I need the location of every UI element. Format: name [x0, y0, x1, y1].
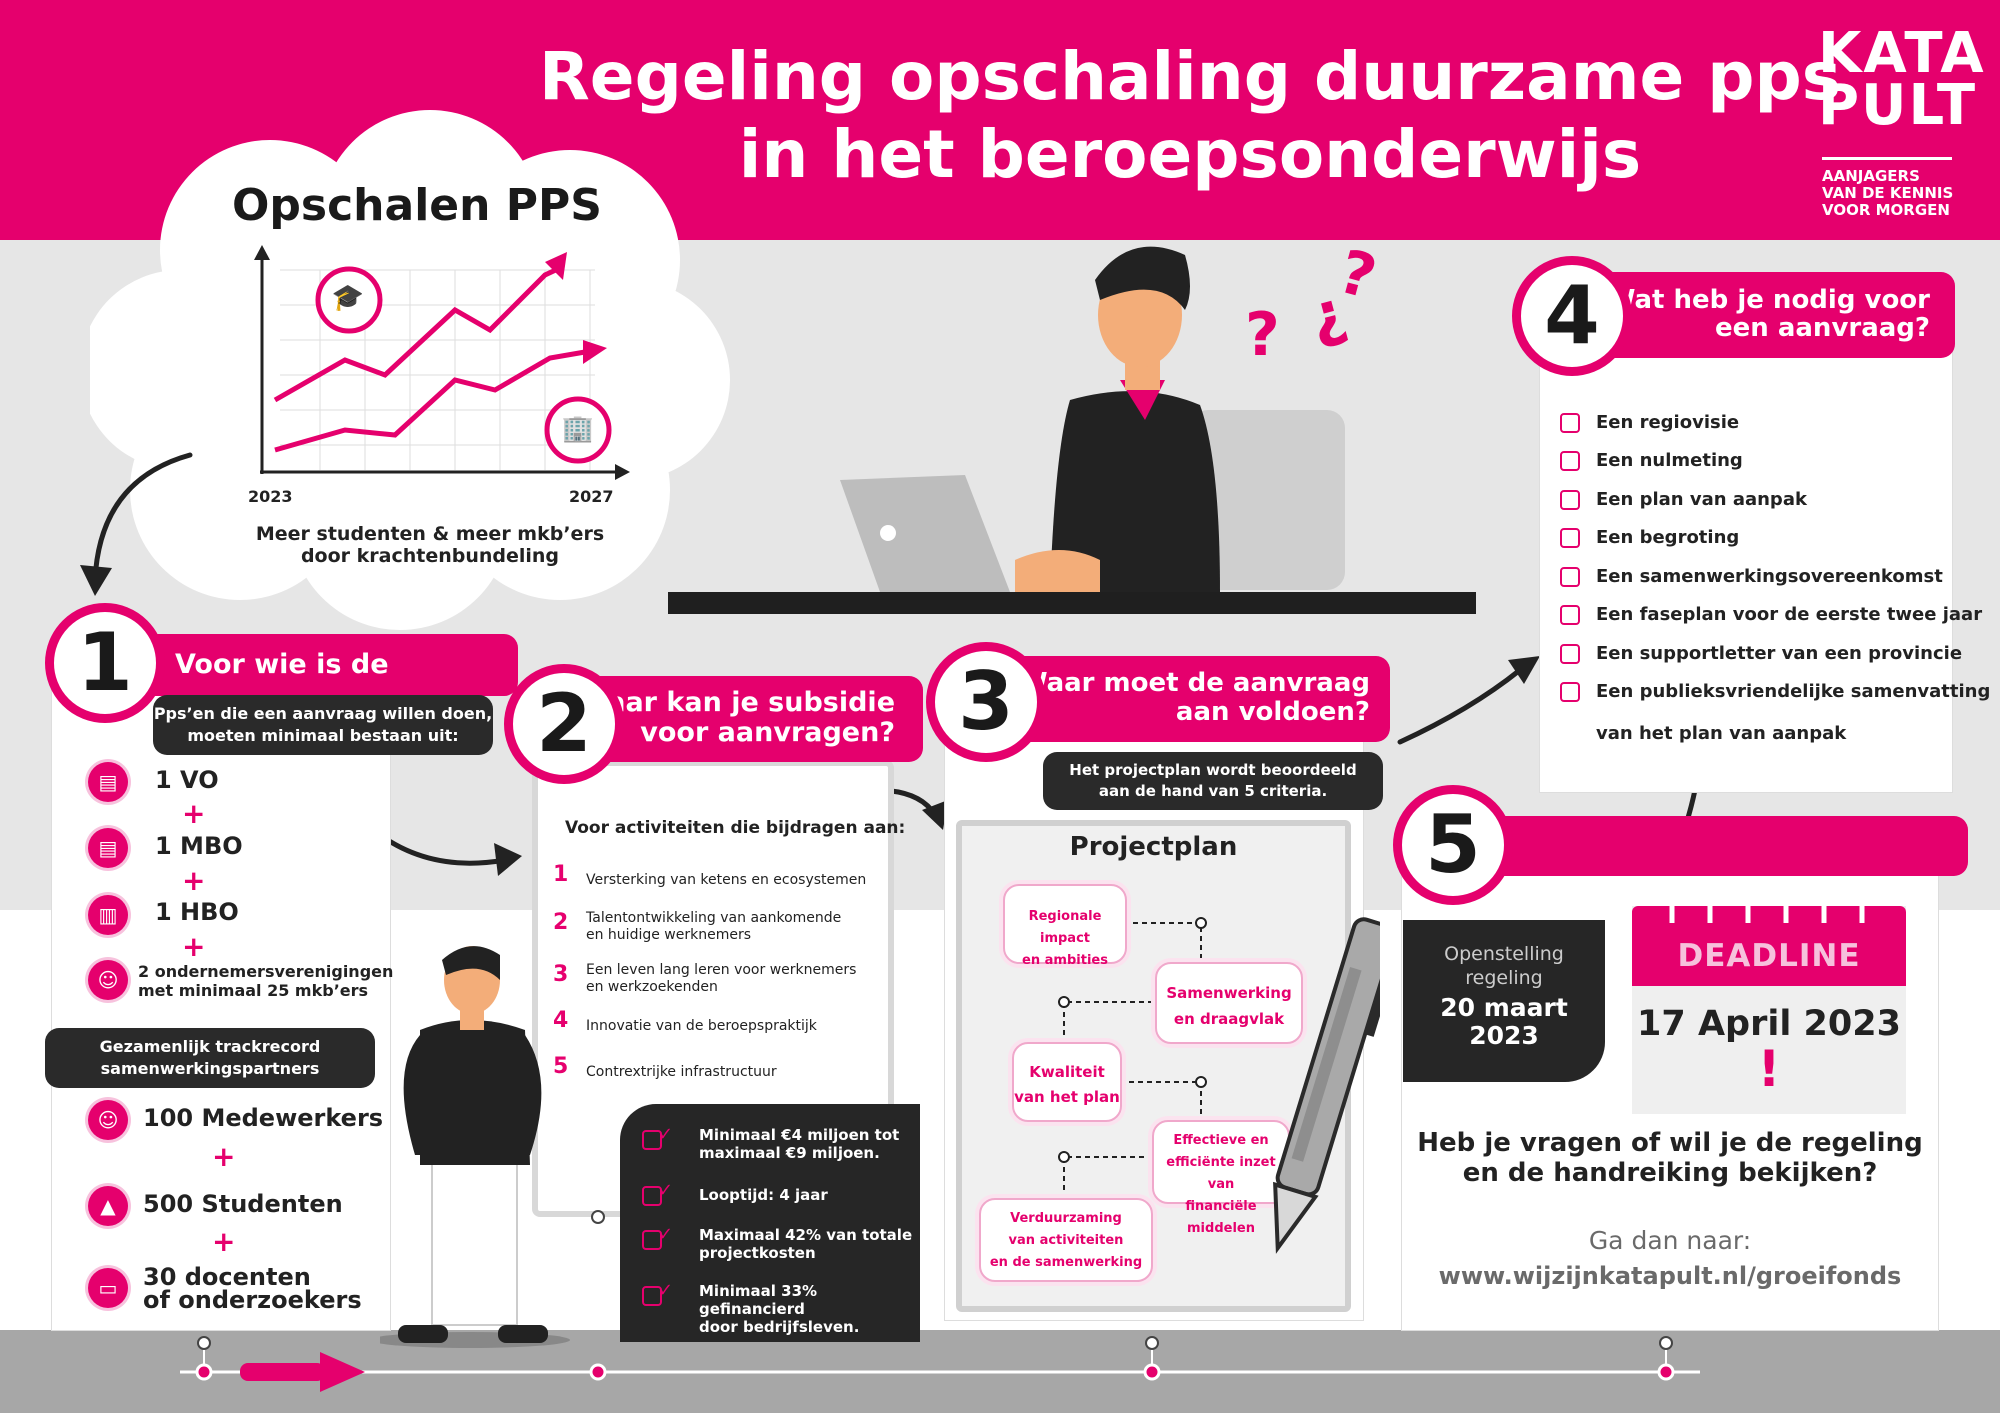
projectplan-title: Projectplan [1069, 832, 1238, 862]
katapult-logo: KATA PULT [1818, 21, 1986, 138]
plus-sign: + [212, 1225, 236, 1258]
website-link[interactable]: www.wijzijnkatapult.nl/groeifonds [1438, 1262, 1902, 1290]
seated-person [840, 246, 1220, 592]
checkbox[interactable] [1560, 451, 1580, 471]
step4-panel [1540, 312, 1952, 792]
page-title: Regeling opschaling duurzame pps in het … [500, 38, 1880, 194]
step5-heading-bar [1460, 816, 1968, 876]
plus-sign: + [182, 797, 206, 830]
calendar-rings [1669, 898, 1865, 923]
step1-heading: Voor wie is de regeling? [130, 634, 518, 742]
checkbox[interactable] [1560, 528, 1580, 548]
opening-date-card: Openstelling regeling 20 maart 2023 [1403, 920, 1605, 1082]
conditions-panel [620, 1104, 920, 1342]
standing-person [380, 946, 570, 1348]
axis-start-label: 2023 [248, 487, 293, 506]
growth-chart [254, 245, 630, 480]
checkbox[interactable] [1560, 490, 1580, 510]
timeline [180, 1336, 1700, 1392]
checkbox[interactable] [1560, 605, 1580, 625]
plus-sign: + [182, 930, 206, 963]
checkbox[interactable] [1560, 413, 1580, 433]
step2-number: 2 [504, 664, 624, 784]
member-hbo: 1 HBO [155, 898, 239, 926]
graduation-cap-icon: ▲ [88, 1186, 128, 1226]
member-vo: 1 VO [155, 766, 219, 794]
title-line-1: Regeling opschaling duurzame pps [538, 38, 1842, 115]
school-icon: ▤ [88, 828, 128, 868]
building-icon: 🏢 [561, 414, 595, 444]
graduate-icon: 🎓 [331, 283, 365, 313]
checklist-item-continuation: van het plan van aanpak [1596, 723, 1847, 744]
step5-number: 5 [1393, 785, 1513, 905]
step1-number: 1 [45, 603, 165, 723]
pen-icon [1273, 917, 1380, 1254]
university-icon: ▥ [88, 895, 128, 935]
timeline-post [596, 1215, 599, 1330]
desk [668, 592, 1476, 614]
exclamation-icon: ! [1757, 1040, 1781, 1098]
question-mark-1: ? [1245, 300, 1280, 370]
logo-divider [1822, 157, 1952, 160]
step1-subheading: Pps’en die een aanvraag willen doen,moet… [153, 695, 493, 755]
cloud-title: Opschalen PPS [232, 180, 602, 231]
checkbox[interactable] [1560, 682, 1580, 702]
step4-number: 4 [1512, 256, 1632, 376]
member-mbo: 1 MBO [155, 832, 243, 860]
school-icon: ▤ [88, 762, 128, 802]
timeline-marker [591, 1210, 605, 1224]
step2-intro: Voor activiteiten die bijdragen aan: [565, 818, 906, 838]
thought-cloud [90, 110, 730, 630]
count-students: 500 Studenten [143, 1190, 343, 1218]
goto-label: Ga dan naar: [1588, 1226, 1752, 1255]
group-icon: ☺ [88, 960, 128, 1000]
people-icon: ☺ [88, 1100, 128, 1140]
teacher-icon: ▭ [88, 1268, 128, 1308]
plus-sign: + [212, 1140, 236, 1173]
axis-end-label: 2027 [569, 487, 614, 506]
logo-tagline: AANJAGERS VAN DE KENNIS VOOR MORGEN [1822, 167, 1954, 219]
plus-sign: + [182, 864, 206, 897]
step3-number: 3 [926, 642, 1046, 762]
checkbox[interactable] [1560, 567, 1580, 587]
title-line-2: in het beroepsonderwijs [738, 116, 1642, 193]
deadline-date: 17 April 2023 [1637, 1004, 1901, 1044]
checkbox[interactable] [1560, 644, 1580, 664]
deadline-label: DEADLINE [1677, 938, 1861, 974]
count-employees: 100 Medewerkers [143, 1104, 384, 1132]
